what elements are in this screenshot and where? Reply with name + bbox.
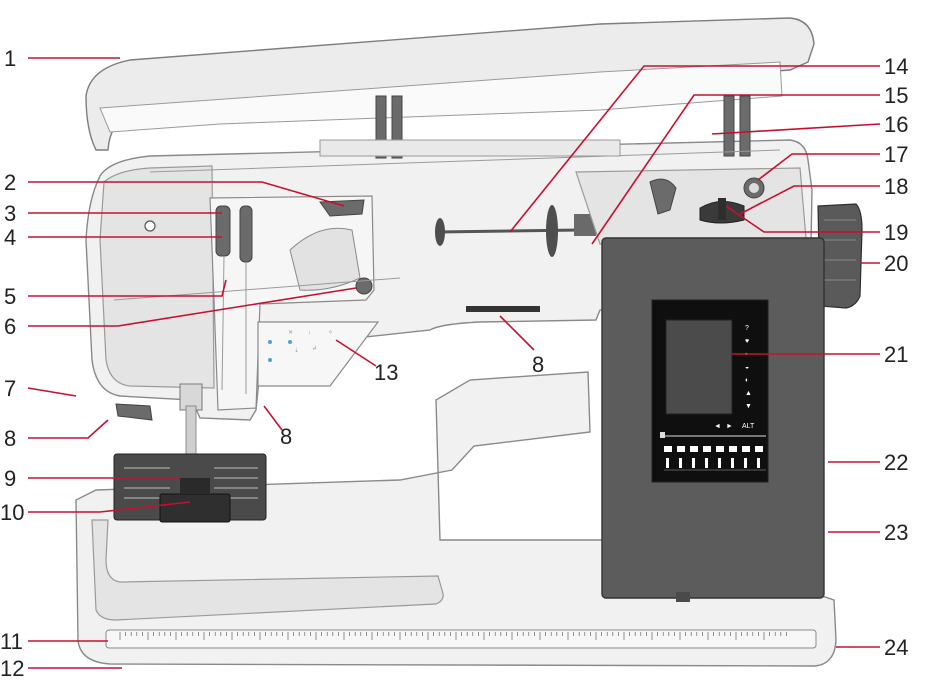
callout-23: 23: [884, 520, 908, 545]
stitch-icon-top: [690, 446, 698, 452]
leader-8c: [499, 315, 535, 351]
head-front-panel: [99, 165, 215, 389]
leader-8a: [28, 419, 109, 439]
leader-10: [28, 501, 191, 513]
function-buttons-panel: [257, 321, 380, 387]
callout-numbers: 1 2 3 4 5 6 7 8 9 10 11 12 8 13 8 14 15 …: [0, 46, 908, 681]
leader-18: [739, 185, 880, 215]
handwheel: [817, 203, 863, 309]
lid-inner: [99, 61, 783, 133]
leader-lines: [27, 57, 881, 669]
screen-arrow-right: ►: [726, 423, 733, 430]
screen-side-icon: ◒: [745, 364, 749, 371]
stitch-icon-top: [677, 446, 685, 452]
bobbin-cover: [159, 493, 231, 523]
screen-arrow-left: ◄: [714, 423, 721, 430]
callout-8a: 8: [4, 426, 16, 451]
callout-3: 3: [4, 201, 16, 226]
callout-21: 21: [884, 342, 908, 367]
stitch-icon-top: [742, 446, 750, 452]
leader-5: [28, 279, 227, 297]
callout-24: 24: [884, 635, 908, 660]
callout-10: 10: [0, 500, 24, 525]
stitch-icon-top: [729, 446, 737, 452]
callout-2: 2: [4, 170, 16, 195]
screen-alt-label: ALT: [742, 423, 755, 430]
thread-take-up-lever: [215, 205, 231, 257]
callout-14: 14: [884, 54, 908, 79]
leader-16: [711, 123, 881, 135]
stitch-icon-bottom: [666, 458, 669, 468]
spool-pin: [435, 205, 596, 257]
callout-11: 11: [0, 629, 23, 654]
presser-foot-knob: [355, 277, 373, 295]
free-arm: [91, 519, 444, 621]
callout-4: 4: [4, 225, 16, 250]
svg-text:↲: ↲: [312, 345, 317, 352]
top-spool-bed: [319, 139, 621, 157]
svg-text:✧: ✧: [328, 329, 333, 336]
leader-6: [28, 287, 357, 327]
stitch-icon-top: [703, 446, 711, 452]
stitch-icon-bottom: [679, 458, 682, 468]
stitch-icon-top: [716, 446, 724, 452]
svg-text:✕: ✕: [288, 330, 293, 336]
callout-8c: 8: [532, 352, 544, 377]
callout-1: 1: [4, 46, 16, 71]
callout-7: 7: [4, 376, 16, 401]
svg-text:⇣: ⇣: [294, 347, 299, 354]
screen-side-icon: ♥: [745, 338, 749, 345]
leader-8b: [263, 405, 283, 431]
thread-tension-guide: [239, 205, 253, 263]
leader-13: [335, 339, 377, 367]
callout-5: 5: [4, 284, 16, 309]
stitch-icon-bottom: [718, 458, 721, 468]
callout-16: 16: [884, 112, 908, 137]
svg-text:↓: ↓: [308, 330, 311, 336]
callout-6: 6: [4, 314, 16, 339]
stitch-icon-bottom: [731, 458, 734, 468]
machine-illustration: ✕ ↓ ✧ ⇣ ↲: [75, 17, 863, 667]
leader-7: [27, 387, 77, 397]
callout-17: 17: [884, 142, 908, 167]
leader-14: [509, 65, 880, 233]
stitch-icon-top: [664, 446, 672, 452]
thread-guide-cover: [289, 227, 361, 291]
thread-cutter-arm: [466, 306, 540, 312]
callout-18: 18: [884, 174, 908, 199]
lid-spool-holders: [375, 95, 751, 159]
needle-threader: [115, 403, 153, 421]
screen-side-icon: ◐: [745, 377, 749, 384]
function-button-icons: [268, 340, 292, 362]
stitch-icon-bottom: [692, 458, 695, 468]
stitch-icon-top: [755, 446, 763, 452]
stitch-icon-bottom: [744, 458, 747, 468]
leader-2: [28, 181, 345, 207]
leader-19: [725, 205, 880, 233]
stitch-icon-bottom: [757, 458, 760, 468]
callout-12: 12: [0, 656, 24, 681]
screen-side-icon: ▲: [745, 390, 752, 397]
stitch-icon-bottom: [705, 458, 708, 468]
top-thread-cutter: [319, 199, 365, 217]
callout-19: 19: [884, 220, 908, 245]
ruler-strip: [105, 629, 817, 649]
callout-9: 9: [4, 466, 16, 491]
callout-22: 22: [884, 450, 908, 475]
callout-15: 15: [884, 83, 908, 108]
ruler-ticks: [119, 632, 787, 640]
callout-20: 20: [884, 251, 908, 276]
bobbin-winder-guide: [649, 178, 677, 215]
callout-13: 13: [374, 360, 398, 385]
leader-17: [757, 153, 880, 181]
screen-side-icon: ?: [745, 325, 749, 332]
callout-8b: 8: [280, 424, 292, 449]
leader-15: [591, 94, 880, 245]
touch-screen: [665, 319, 733, 415]
stitch-selection-icons: [664, 446, 763, 468]
screen-side-icon: ▼: [745, 403, 752, 410]
